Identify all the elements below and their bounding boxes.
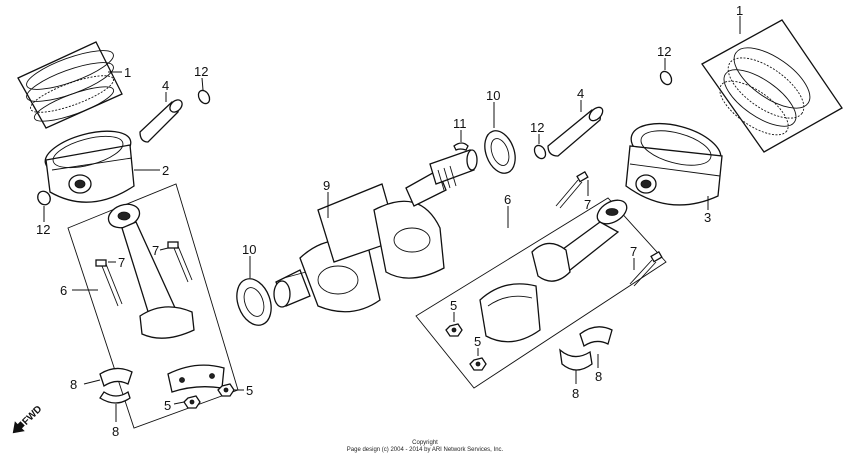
piston-pin-clip-middle[interactable]: [532, 143, 548, 160]
label-7-left-2: 7: [152, 243, 159, 258]
label-3: 3: [704, 210, 711, 225]
label-4-left: 4: [162, 78, 169, 93]
label-7-right-2: 7: [630, 244, 637, 259]
piston-ring-set-left[interactable]: [17, 41, 123, 129]
label-9: 9: [323, 178, 330, 193]
label-8-right-2: 8: [572, 386, 579, 401]
rod-nut-left-2[interactable]: [217, 383, 235, 397]
piston-left[interactable]: [41, 123, 135, 203]
label-7-left-1: 7: [118, 255, 125, 270]
woodruff-key[interactable]: [453, 142, 469, 151]
rod-bearing-right-upper[interactable]: [579, 326, 613, 348]
piston-right[interactable]: [625, 115, 726, 206]
label-2: 2: [162, 163, 169, 178]
rod-bolt-left-2[interactable]: [167, 241, 193, 283]
label-1-left: 1: [124, 65, 131, 80]
label-7-right-1: 7: [584, 197, 591, 212]
crankshaft[interactable]: [273, 149, 478, 313]
connecting-rod-right[interactable]: [531, 195, 631, 282]
label-11: 11: [453, 116, 467, 131]
label-5-right-lower: 5: [474, 334, 481, 349]
piston-pin-clip-upper-left[interactable]: [196, 88, 212, 105]
piston-pin-right[interactable]: [547, 105, 605, 157]
piston-ring-set-right[interactable]: [701, 19, 843, 153]
label-6-left: 6: [60, 283, 67, 298]
label-12-top-right: 12: [657, 44, 671, 59]
label-10-upper: 10: [486, 88, 500, 103]
label-12-middle: 12: [530, 120, 544, 135]
piston-pin-clip-lower-left[interactable]: [35, 189, 52, 207]
label-1-right: 1: [736, 3, 743, 18]
label-5-left-left: 5: [164, 398, 171, 413]
copyright-heading: Copyright: [412, 440, 438, 446]
rod-bolt-right-2[interactable]: [629, 251, 663, 287]
piston-pin-clip-upper-right[interactable]: [658, 69, 674, 86]
label-5-right-upper: 5: [450, 298, 457, 313]
connecting-rod-left[interactable]: [105, 200, 195, 339]
rod-nut-left-1[interactable]: [183, 395, 201, 409]
label-12-top-left: 12: [194, 64, 208, 79]
copyright-notice: Page design (c) 2004 - 2014 by ARI Netwo…: [346, 447, 504, 453]
rod-bearing-left-upper[interactable]: [99, 367, 133, 388]
label-10-lower: 10: [242, 242, 256, 257]
connecting-rod-cap-left[interactable]: [167, 364, 225, 393]
label-12-lower-left: 12: [36, 222, 50, 237]
thrust-washer-upper[interactable]: [479, 127, 520, 178]
rod-bolt-left-1[interactable]: [95, 259, 123, 307]
fwd-label: FWD: [21, 404, 45, 428]
rod-bearing-right-lower[interactable]: [559, 348, 593, 371]
label-5-left-right: 5: [246, 383, 253, 398]
label-8-left-2: 8: [112, 424, 119, 439]
label-6-right: 6: [504, 192, 511, 207]
piston-pin-left[interactable]: [139, 98, 184, 143]
rod-nut-right-2[interactable]: [469, 357, 487, 371]
connecting-rod-big-end-right[interactable]: [479, 283, 541, 343]
label-8-left-1: 8: [70, 377, 77, 392]
label-8-right-1: 8: [595, 369, 602, 384]
thrust-washer-lower[interactable]: [231, 274, 277, 330]
rod-nut-right-1[interactable]: [445, 323, 463, 337]
forward-arrow-icon: FWD: [12, 404, 45, 434]
label-4-right: 4: [577, 86, 584, 101]
rod-bolt-right-1[interactable]: [555, 171, 589, 209]
connecting-rod-group-right-outline: [415, 197, 667, 389]
rod-bearing-left-lower[interactable]: [99, 390, 131, 404]
